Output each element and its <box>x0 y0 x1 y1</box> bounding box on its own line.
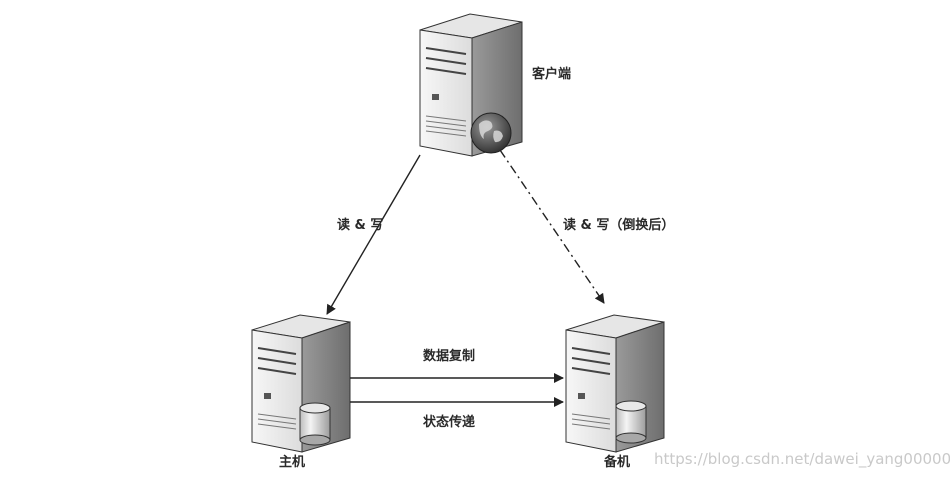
standby-server-icon <box>565 314 665 453</box>
globe-icon <box>470 112 512 154</box>
edge-label-state-transfer: 状态传递 <box>423 415 476 430</box>
watermark-text: https://blog.csdn.net/dawei_yang000000 <box>654 450 950 468</box>
primary-server-icon <box>251 314 351 453</box>
client-label: 客户端 <box>532 67 572 82</box>
primary-label: 主机 <box>279 455 306 470</box>
edge-label-client-standby: 读 & 写（倒换后） <box>563 218 675 233</box>
edge-label-data-replication: 数据复制 <box>423 349 476 364</box>
arrow-client-to-standby <box>499 149 605 304</box>
primary-database-icon <box>299 402 331 446</box>
arrow-client-to-primary <box>326 154 421 315</box>
standby-label: 备机 <box>604 455 631 470</box>
edge-label-client-primary: 读 & 写 <box>337 218 384 233</box>
standby-database-icon <box>615 400 647 444</box>
